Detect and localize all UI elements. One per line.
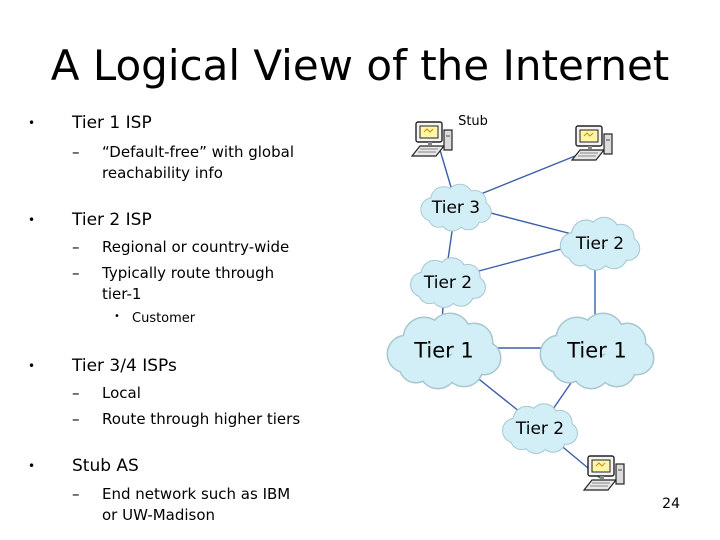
computer-icon	[583, 455, 625, 491]
bullet-tier34-sub2: Route through higher tiers	[102, 410, 301, 428]
dash: –	[72, 238, 80, 256]
cloud-tier2-bottom-label: Tier 2	[515, 419, 564, 439]
computer-icon	[571, 125, 613, 161]
slide-number: 24	[662, 496, 680, 512]
dash: –	[72, 384, 80, 402]
cloud-tier2-bottom: Tier 2	[502, 403, 578, 455]
bullet-tier34-sub1: Local	[102, 384, 141, 402]
dash: –	[72, 485, 80, 503]
cloud-tier3-label: Tier 3	[431, 198, 480, 218]
bullet-dot: •	[28, 116, 36, 130]
bullet-dot: •	[28, 213, 36, 227]
cloud-tier2-left: Tier 2	[410, 257, 486, 309]
bullet-dot: •	[114, 311, 120, 322]
computer-icon	[411, 121, 453, 157]
bullet-dot: •	[28, 359, 36, 373]
bullet-stub-sub1: End network such as IBM	[102, 485, 291, 503]
bullet-tier34: Tier 3/4 ISPs	[72, 356, 177, 376]
dash: –	[72, 410, 80, 428]
cloud-tier1-left: Tier 1	[386, 312, 502, 390]
bullet-tier2-sub1: Regional or country-wide	[102, 238, 290, 256]
bullet-stub: Stub AS	[72, 456, 139, 476]
bullet-tier2-sub2-cont: tier-1	[102, 285, 142, 303]
bullet-dot: •	[28, 459, 36, 473]
bullet-stub-sub1-cont: or UW-Madison	[102, 506, 216, 524]
bullet-tier2: Tier 2 ISP	[72, 210, 152, 230]
stub-label: Stub	[458, 114, 488, 129]
cloud-tier1-right-label: Tier 1	[566, 338, 627, 362]
dash: –	[72, 143, 80, 161]
cloud-tier1-left-label: Tier 1	[413, 338, 474, 362]
slide-title: A Logical View of the Internet	[50, 41, 670, 90]
cloud-tier2-left-label: Tier 2	[423, 273, 472, 293]
cloud-tier2-right-label: Tier 2	[575, 234, 624, 254]
cloud-tier3: Tier 3	[420, 183, 492, 232]
bullet-tier1-sub1: “Default-free” with global	[102, 143, 294, 161]
cloud-tier1-right: Tier 1	[539, 312, 655, 390]
bullet-tier1-sub1-cont: reachability info	[102, 164, 223, 182]
dash: –	[72, 264, 80, 282]
cloud-tier2-right: Tier 2	[559, 216, 641, 271]
bullet-tier2-sub2: Typically route through	[102, 264, 275, 282]
bullet-tier2-sub3: Customer	[132, 311, 196, 326]
bullet-tier1: Tier 1 ISP	[72, 113, 152, 133]
